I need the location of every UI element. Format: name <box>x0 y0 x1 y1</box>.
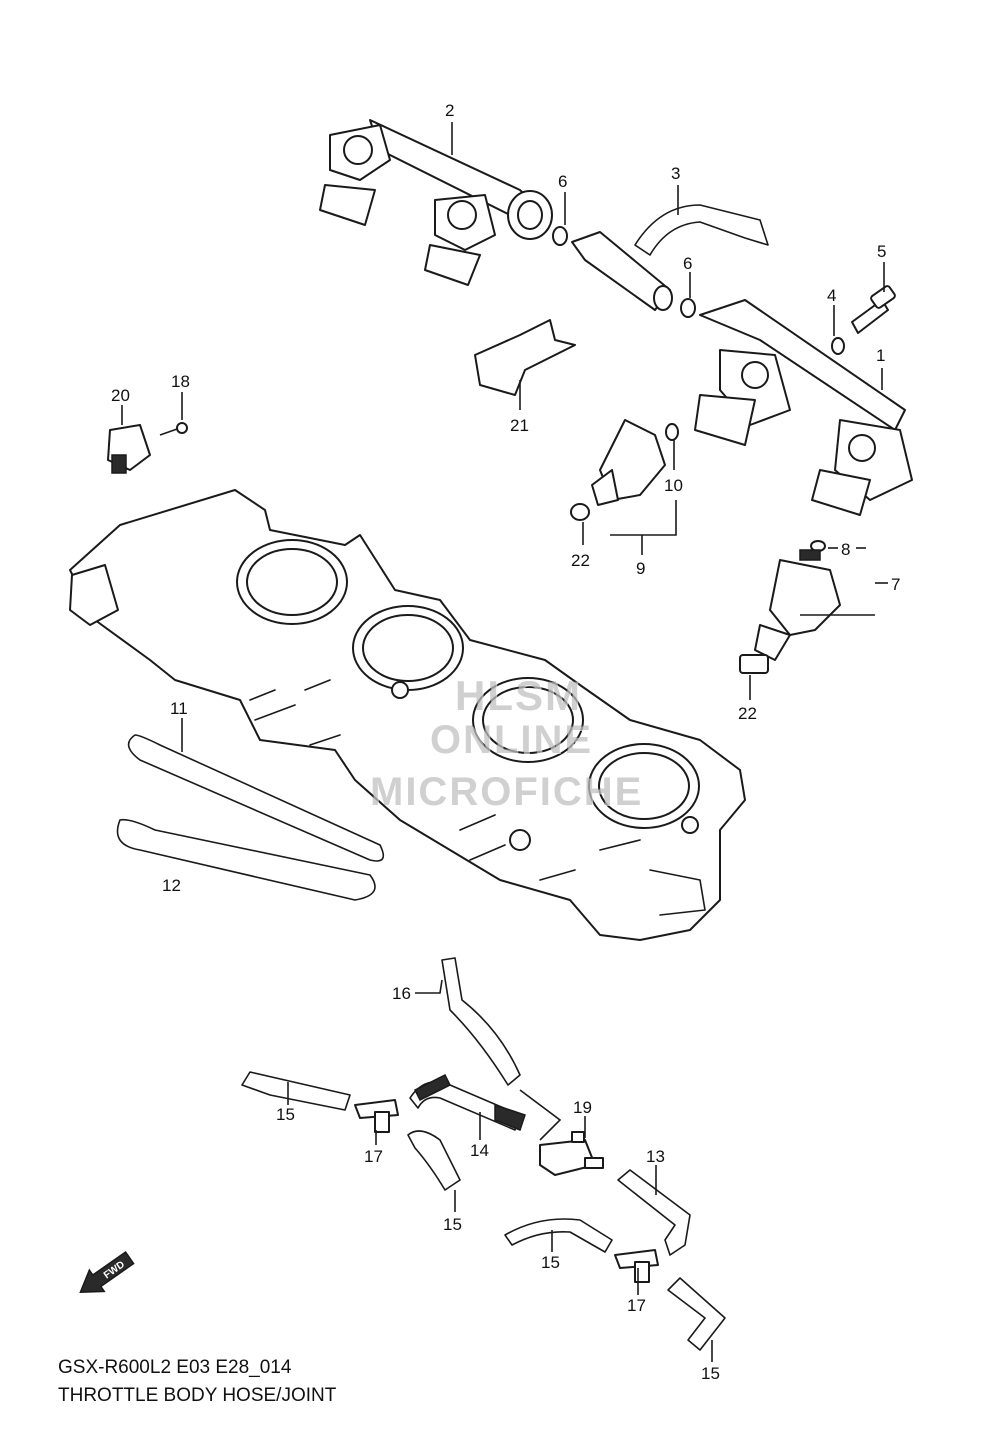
callout-13[interactable]: 13 <box>646 1147 665 1166</box>
callout-2[interactable]: 2 <box>445 101 455 120</box>
callout-22[interactable]: 22 <box>571 551 590 570</box>
watermark-line3: MICROFICHE <box>370 770 644 814</box>
joint-17a <box>354 1099 399 1133</box>
callout-8[interactable]: 8 <box>841 540 851 559</box>
callout-11[interactable]: 11 <box>170 699 188 718</box>
valve-19 <box>539 1131 604 1176</box>
callout-15[interactable]: 15 <box>541 1253 560 1272</box>
screw-18 <box>159 422 188 436</box>
hose-11 <box>127 734 385 862</box>
callout-leader-lines <box>121 122 888 1362</box>
hose-12 <box>116 818 376 901</box>
callout-17[interactable]: 17 <box>627 1296 646 1315</box>
fuel-delivery-pipe-right <box>694 299 913 516</box>
callout-6[interactable]: 6 <box>683 254 693 273</box>
watermark-line1: HLSM <box>455 672 582 719</box>
callout-21[interactable]: 21 <box>510 416 529 435</box>
callout-15[interactable]: 15 <box>701 1364 720 1383</box>
model-code: GSX-R600L2 E03 E28_014 <box>58 1357 292 1378</box>
callout-16[interactable]: 16 <box>392 984 411 1003</box>
callout-18[interactable]: 18 <box>171 372 190 391</box>
callout-4[interactable]: 4 <box>827 286 837 305</box>
hose-16 <box>441 957 521 1086</box>
callout-12[interactable]: 12 <box>162 876 181 895</box>
hose-14 <box>409 1073 526 1131</box>
callout-5[interactable]: 5 <box>877 242 887 261</box>
watermark-line2: ONLINE <box>430 718 594 762</box>
washer-4 <box>831 337 845 355</box>
callout-15[interactable]: 15 <box>443 1215 462 1234</box>
fuel-joint-connector <box>571 231 673 311</box>
o-ring-6a <box>552 226 568 246</box>
callout-3[interactable]: 3 <box>671 164 681 183</box>
callout-17[interactable]: 17 <box>364 1147 383 1166</box>
callout-6[interactable]: 6 <box>558 172 568 191</box>
callout-19[interactable]: 19 <box>573 1098 592 1117</box>
callout-22[interactable]: 22 <box>738 704 757 723</box>
hose-15c <box>504 1218 613 1253</box>
fuel-delivery-pipe-upper <box>319 119 553 286</box>
callout-14[interactable]: 14 <box>470 1141 489 1160</box>
throttle-body-assembly <box>69 489 746 941</box>
sensor-20 <box>107 424 151 474</box>
forward-direction-arrow-icon: FWD <box>79 1251 135 1293</box>
o-ring-6b <box>680 298 696 318</box>
hose-15d <box>667 1277 726 1351</box>
clamp-21 <box>474 319 576 396</box>
callout-1[interactable]: 1 <box>876 346 886 365</box>
hose-13 <box>617 1169 691 1256</box>
callout-15[interactable]: 15 <box>276 1105 295 1124</box>
bolt-5 <box>851 285 896 334</box>
hose-15b <box>407 1130 461 1191</box>
fuel-injector-9 <box>591 419 679 506</box>
joint-17b <box>614 1249 659 1283</box>
callout-10[interactable]: 10 <box>664 476 683 495</box>
seal-22a <box>570 503 590 521</box>
fuel-injector-7 <box>754 540 841 661</box>
callout-20[interactable]: 20 <box>111 386 130 405</box>
hose-15a <box>241 1071 351 1111</box>
callout-7[interactable]: 7 <box>891 575 901 594</box>
seal-22b <box>739 654 769 674</box>
fuel-hose-3 <box>634 204 769 256</box>
section-title: THROTTLE BODY HOSE/JOINT <box>58 1385 337 1406</box>
callout-9[interactable]: 9 <box>636 559 646 578</box>
